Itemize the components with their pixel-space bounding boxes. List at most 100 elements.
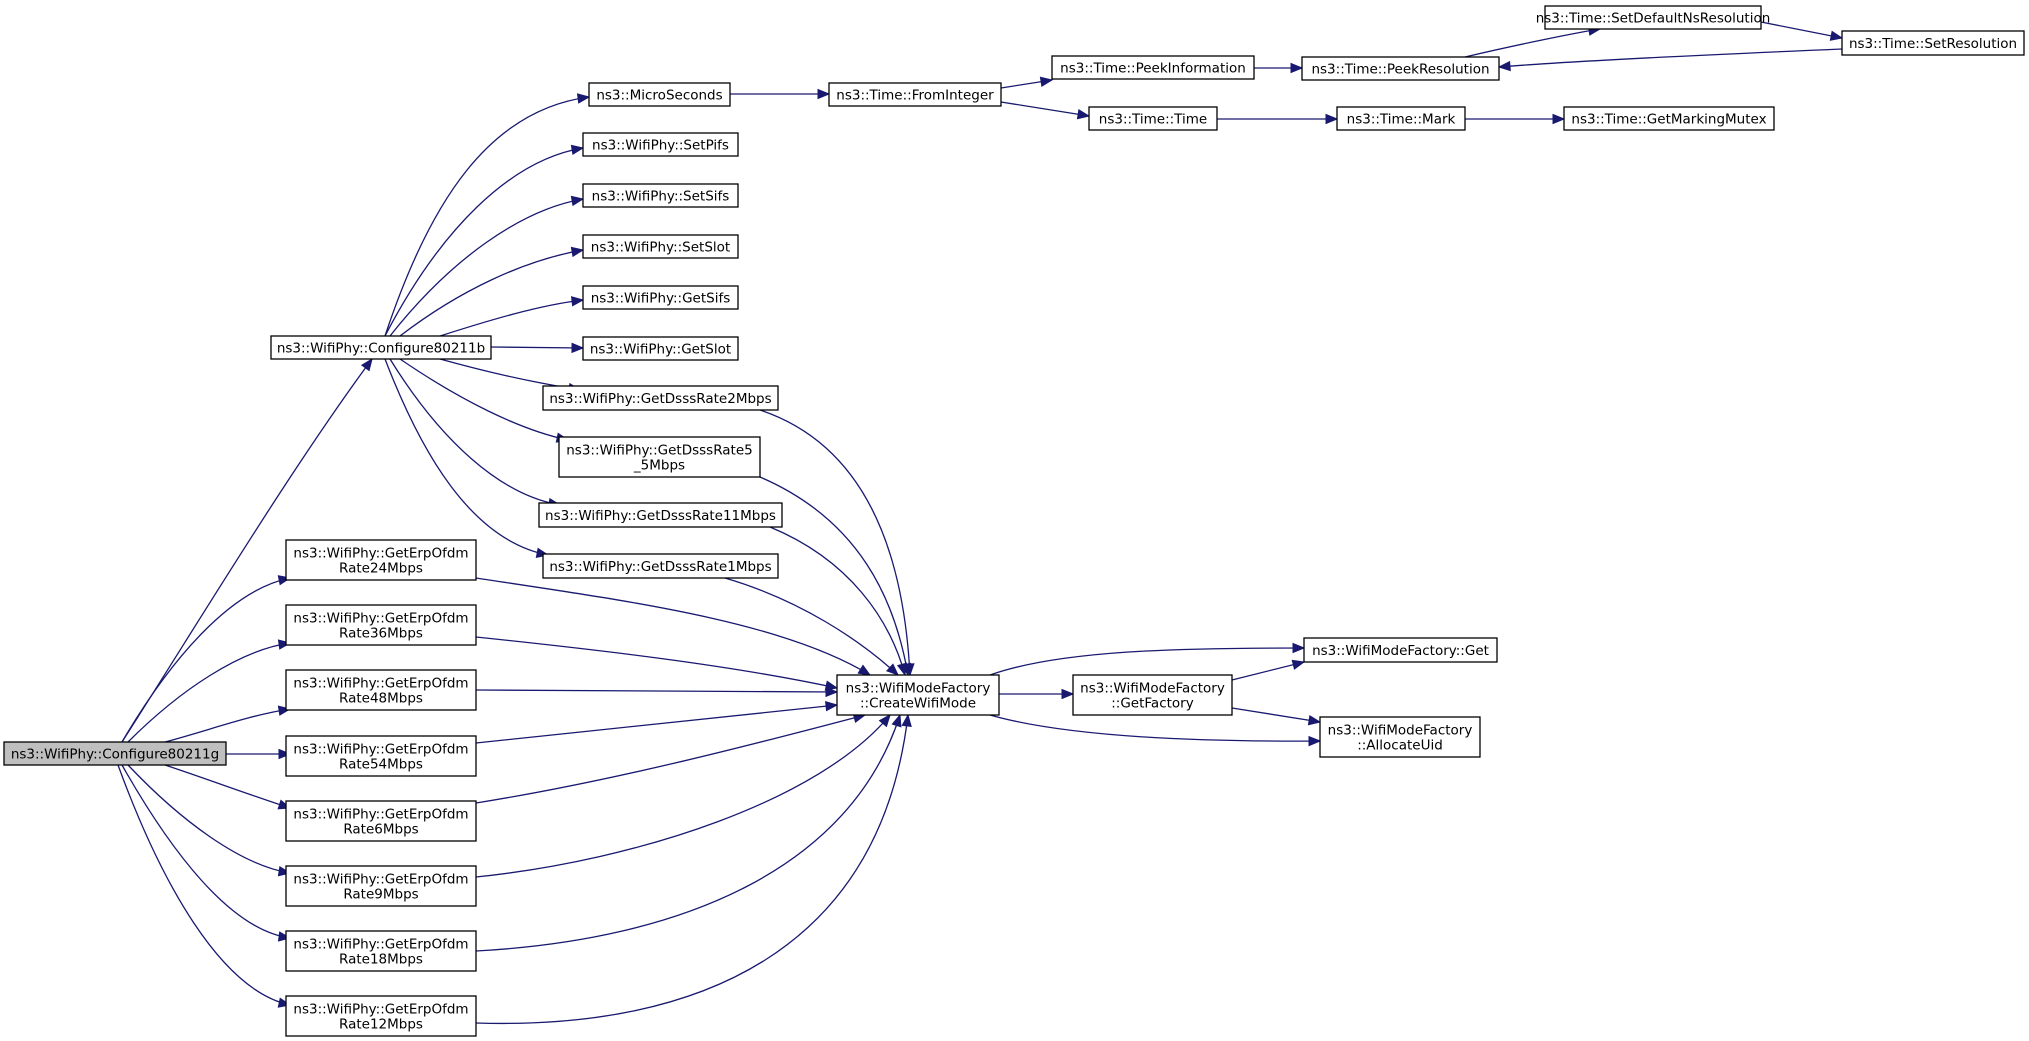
node-setres[interactable]: ns3::Time::SetResolution [1841,30,2025,56]
node-getslot[interactable]: ns3::WifiPhy::GetSlot [582,336,739,361]
edge-setres-to-peekres [1498,48,1843,68]
edge-createwifimode-to-allocuid-arrowhead [1308,735,1322,747]
node-label: Rate24Mbps [339,561,423,577]
edge-dsss55-to-createwifimode [759,476,909,676]
node-getfactory[interactable]: ns3::WifiModeFactory::GetFactory [1072,674,1233,716]
edge-erp24-to-createwifimode-arrowhead [857,664,872,676]
node-box [588,82,731,107]
node-label: ns3::Time::PeekInformation [1060,61,1246,77]
edge-configure80211g-to-erp18-arrowhead [277,931,292,942]
node-label: Rate12Mbps [339,1017,423,1033]
edge-erp54-to-createwifimode [475,704,838,744]
node-box [836,674,1000,716]
edge-configure80211b-to-dsss1 [384,358,549,556]
node-box [542,553,779,579]
node-label: ns3::Time::Mark [1347,112,1456,128]
node-label: Rate9Mbps [343,887,418,903]
node-dsss11[interactable]: ns3::WifiPhy::GetDsssRate11Mbps [538,502,783,528]
edge-configure80211g-to-erp48 [164,708,291,743]
node-peekinfo[interactable]: ns3::Time::PeekInformation [1051,55,1255,80]
node-box [285,865,477,907]
edge-configure80211b-to-microseconds [384,96,590,337]
edge-createwifimode-to-wmfget-arrowhead [1292,642,1306,654]
edge-erp9-to-createwifimode-arrowhead [878,713,891,728]
edges-layer [117,21,1844,1025]
node-label: ns3::WifiModeFactory [1080,681,1225,697]
node-box [285,995,477,1037]
edge-getfactory-to-allocuid [1231,707,1321,723]
edge-configure80211b-to-setslot [399,249,584,337]
edge-configure80211g-to-erp24 [121,577,291,743]
edge-configure80211b-to-setsifs-arrowhead [570,195,585,207]
node-timetime[interactable]: ns3::Time::Time [1088,106,1218,131]
node-label: Rate18Mbps [339,952,423,968]
edge-mark-to-mutex-arrowhead [1552,113,1566,125]
node-dsss2[interactable]: ns3::WifiPhy::GetDsssRate2Mbps [542,385,779,411]
edge-configure80211g-to-erp9 [127,764,291,874]
node-dsss55[interactable]: ns3::WifiPhy::GetDsssRate5_5Mbps [558,436,761,478]
node-label: ns3::Time::PeekResolution [1311,62,1489,78]
node-label: ns3::WifiPhy::GetErpOfdm [293,807,468,823]
node-box [1841,30,2025,56]
edge-configure80211b-to-setpifs-arrowhead [570,144,585,156]
edge-configure80211g-to-erp12 [117,764,291,1006]
node-mutex[interactable]: ns3::Time::GetMarkingMutex [1563,106,1775,131]
edge-dsss11-to-createwifimode-arrowhead [896,662,908,677]
node-peekres[interactable]: ns3::Time::PeekResolution [1301,56,1500,81]
node-label: ns3::WifiPhy::GetDsssRate2Mbps [549,391,771,407]
edge-getfactory-to-allocuid-arrowhead [1307,715,1322,726]
node-allocuid[interactable]: ns3::WifiModeFactory::AllocateUid [1319,716,1481,758]
edge-configure80211g-to-erp54-arrowhead [278,748,292,760]
node-box [1051,55,1255,80]
node-label: ns3::WifiPhy::Configure80211b [277,341,485,357]
edge-configure80211b-to-getslot-arrowhead [571,342,585,354]
edge-erp18-to-createwifimode [475,714,901,952]
node-wmfget[interactable]: ns3::WifiModeFactory::Get [1303,637,1498,663]
node-label: ns3::WifiPhy::SetSlot [591,240,730,256]
node-box [1319,716,1481,758]
node-label: ns3::WifiPhy::GetErpOfdm [293,872,468,888]
node-setpifs[interactable]: ns3::WifiPhy::SetPifs [582,132,739,157]
edge-erp12-to-createwifimode-arrowhead [901,713,912,728]
node-label: ns3::WifiPhy::GetErpOfdm [293,937,468,953]
edge-erp48-to-createwifimode [475,689,838,693]
node-label: ns3::WifiPhy::GetDsssRate11Mbps [545,508,776,524]
node-configure80211b[interactable]: ns3::WifiPhy::Configure80211b [270,335,492,360]
node-setsifs[interactable]: ns3::WifiPhy::SetSifs [582,183,739,208]
edge-configure80211b-to-setsifs [389,198,584,337]
node-label: ns3::Time::GetMarkingMutex [1571,112,1766,128]
node-dsss1[interactable]: ns3::WifiPhy::GetDsssRate1Mbps [542,553,779,579]
node-mark[interactable]: ns3::Time::Mark [1336,106,1466,131]
edge-configure80211b-to-dsss55 [399,358,569,441]
node-box [582,336,739,361]
node-createwifimode[interactable]: ns3::WifiModeFactory::CreateWifiMode [836,674,1000,716]
node-microseconds[interactable]: ns3::MicroSeconds [588,82,731,107]
node-label: ns3::WifiModeFactory [846,681,991,697]
edge-configure80211g-to-configure80211b-arrowhead [360,357,373,372]
node-label: ns3::WifiModeFactory::Get [1312,643,1489,659]
node-setslot[interactable]: ns3::WifiPhy::SetSlot [582,234,739,259]
node-configure80211g[interactable]: ns3::WifiPhy::Configure80211g [3,741,227,766]
node-label: ns3::WifiPhy::SetPifs [592,138,729,154]
edge-configure80211b-to-getslot [490,346,584,349]
node-box [285,800,477,842]
node-box [1088,106,1218,131]
edge-erp12-to-createwifimode [475,714,909,1025]
node-setdefres[interactable]: ns3::Time::SetDefaultNsResolution [1536,5,1771,30]
edge-createwifimode-to-getfactory-arrowhead [1061,688,1075,700]
node-getsifs[interactable]: ns3::WifiPhy::GetSifs [582,285,739,310]
edge-peekinfo-to-peekres-arrowhead [1290,62,1304,74]
edge-configure80211b-to-getsifs [439,299,584,337]
node-box [1303,637,1498,663]
node-label: ns3::WifiPhy::GetErpOfdm [293,1002,468,1018]
edge-configure80211b-to-getsifs-arrowhead [570,296,585,307]
node-fromint[interactable]: ns3::Time::FromInteger [828,82,1002,107]
